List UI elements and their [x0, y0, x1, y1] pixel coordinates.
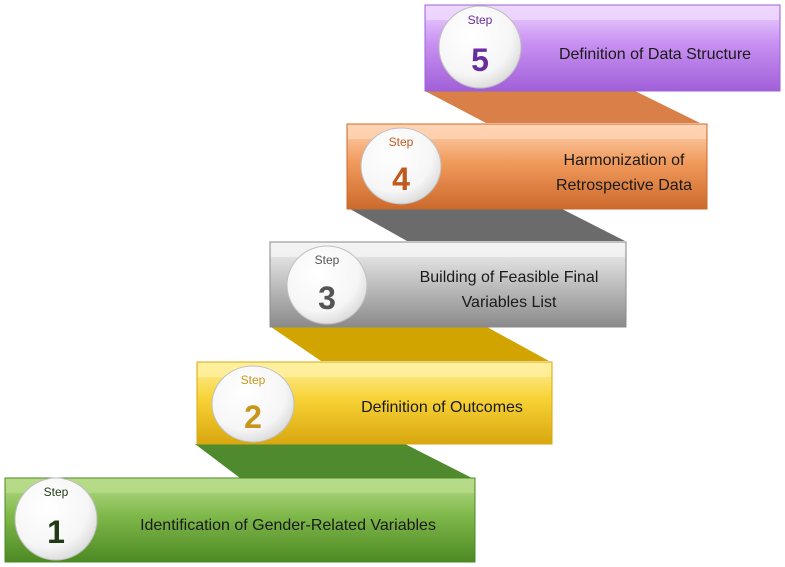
connector-step-3-to-4	[350, 209, 625, 241]
step-1-number-badge	[14, 477, 98, 561]
step-2-block: Step 2 Definition of Outcomes	[196, 361, 553, 445]
step-3-number: 3	[318, 280, 336, 316]
step-4-title-line-1: Harmonization of	[564, 152, 686, 169]
step-4-highlight	[348, 125, 706, 139]
step-5-number: 5	[471, 42, 489, 78]
step-4-number-badge	[360, 127, 442, 205]
step-3-number-badge	[286, 245, 368, 325]
connector-step-4-to-5	[425, 91, 700, 123]
step-5-number-badge	[438, 5, 522, 89]
step-2-number: 2	[244, 399, 262, 435]
step-1-number: 1	[47, 514, 65, 550]
step-connectors	[195, 91, 700, 478]
step-1-title-line-1: Identification of Gender-Related Variabl…	[140, 517, 436, 534]
step-2-number-badge	[211, 365, 295, 443]
step-3-highlight	[271, 243, 625, 257]
connector-step-2-to-3	[271, 327, 549, 361]
step-4-block: Step 4 Harmonization of Retrospective Data	[346, 123, 708, 210]
step-2-label: Step	[241, 373, 266, 387]
step-2-highlight	[198, 363, 551, 377]
step-4-title-line-2: Retrospective Data	[556, 177, 692, 194]
step-3-block: Step 3 Building of Feasible FinalVariables…	[269, 241, 627, 328]
step-blocks: Step 1 Identification of Gender-Related Va…	[4, 4, 781, 563]
step-5-highlight	[426, 6, 779, 20]
step-1-label: Step	[44, 485, 69, 499]
step-3-title-line-1: Building of Feasible Final	[420, 269, 599, 286]
step-5-title-line-1: Definition of Data Structure	[559, 46, 751, 63]
step-1-highlight	[6, 479, 474, 493]
step-3-label: Step	[315, 253, 340, 267]
step-1-block: Step 1 Identification of Gender-Related Va…	[4, 477, 476, 563]
step-5-block: Step 5 Definition of Data Structure	[424, 4, 781, 92]
step-2-title-line-1: Definition of Outcomes	[361, 399, 523, 416]
step-5-label: Step	[468, 13, 493, 27]
step-3-title-line-2: Variables List	[462, 294, 557, 311]
step-4-label: Step	[389, 135, 414, 149]
connector-step-1-to-2	[195, 444, 472, 478]
step-4-number: 4	[392, 161, 410, 197]
